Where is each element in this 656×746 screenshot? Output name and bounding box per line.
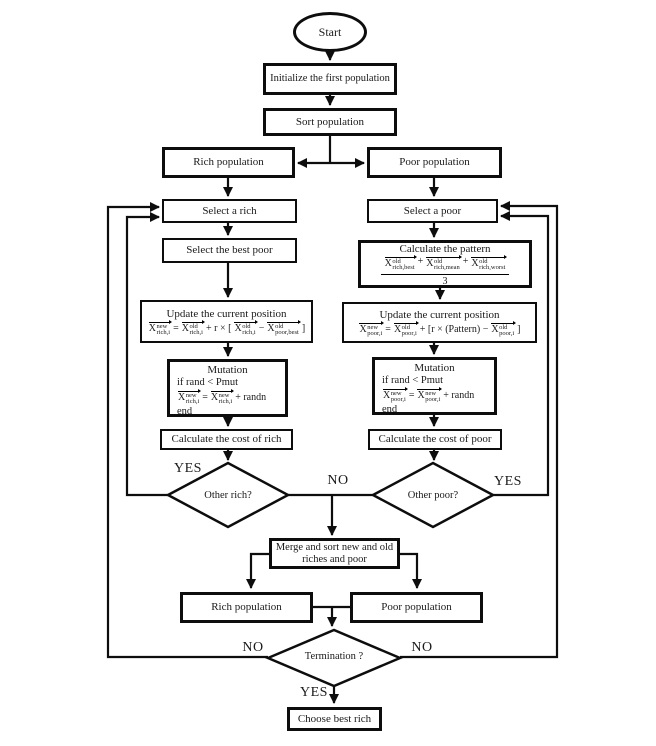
loop-termination-no-right: [400, 201, 559, 659]
mutation-poor-end: end: [382, 403, 398, 415]
update-rich-title: Update the current position: [166, 307, 287, 320]
poor-population-2-node: Poor population: [350, 592, 483, 623]
sort-population-label: Sort population: [295, 115, 365, 128]
mutation-rich-end: end: [177, 405, 193, 417]
mutation-poor-title: Mutation: [414, 362, 455, 374]
select-best-poor-node: Select the best poor: [162, 238, 297, 263]
select-best-poor-label: Select the best poor: [186, 244, 273, 256]
start-label: Start: [318, 24, 342, 39]
select-rich-label: Select a rich: [202, 204, 257, 217]
cost-rich-node: Calculate the cost of rich: [160, 429, 293, 450]
yes-label-right: YES: [494, 474, 522, 489]
mutation-rich-condition: if rand < Pmut: [177, 377, 239, 388]
rich-population-2-label: Rich population: [211, 601, 282, 613]
merge-sort-node: Merge and sort new and old riches and po…: [269, 538, 400, 569]
mutation-poor-condition: if rand < Pmut: [382, 375, 444, 386]
arrow-merge-poorpop2: [400, 552, 422, 589]
other-poor-label: Other poor?: [407, 490, 459, 501]
no-label-bottom-left: NO: [242, 640, 264, 655]
merge-sort-label: Merge and sort new and old riches and po…: [275, 541, 394, 565]
other-rich-label: Other rich?: [204, 490, 252, 501]
initialize-population-node: Initialize the first population: [263, 63, 397, 95]
sort-population-node: Sort population: [263, 108, 397, 136]
select-poor-node: Select a poor: [367, 199, 498, 223]
start-node: Start: [293, 12, 367, 52]
update-poor-title: Update the current position: [379, 308, 500, 321]
select-rich-node: Select a rich: [162, 199, 297, 223]
rich-population-2-node: Rich population: [180, 592, 313, 623]
loop-otherpoor-yes: [493, 211, 550, 497]
yes-label-left: YES: [174, 461, 202, 476]
arrow-merge-richpop2: [246, 552, 269, 589]
yes-label-bottom: YES: [300, 685, 328, 700]
loop-otherrich-yes: [125, 212, 168, 497]
no-label-bottom-right: NO: [411, 640, 433, 655]
rich-population-label: Rich population: [193, 156, 264, 168]
poor-population-label: Poor population: [399, 156, 470, 168]
select-poor-label: Select a poor: [403, 204, 462, 217]
cost-poor-label: Calculate the cost of poor: [378, 433, 492, 445]
no-label-center: NO: [327, 473, 349, 488]
termination-diamond: [264, 628, 404, 688]
choose-best-rich-label: Choose best rich: [297, 712, 372, 725]
poor-population-2-label: Poor population: [381, 601, 452, 613]
poor-population-node: Poor population: [367, 147, 502, 178]
cost-rich-label: Calculate the cost of rich: [171, 433, 282, 445]
cost-poor-node: Calculate the cost of poor: [368, 429, 502, 450]
other-poor-diamond: [370, 461, 496, 529]
initialize-population-label: Initialize the first population: [270, 73, 390, 84]
calculate-pattern-title: Calculate the pattern: [399, 242, 491, 255]
choose-best-rich-node: Choose best rich: [287, 707, 382, 731]
termination-label: Termination ?: [304, 651, 364, 662]
loop-termination-no-left: [106, 202, 268, 659]
rich-population-node: Rich population: [162, 147, 295, 178]
other-rich-diamond: [165, 461, 291, 529]
mutation-rich-title: Mutation: [207, 364, 248, 376]
